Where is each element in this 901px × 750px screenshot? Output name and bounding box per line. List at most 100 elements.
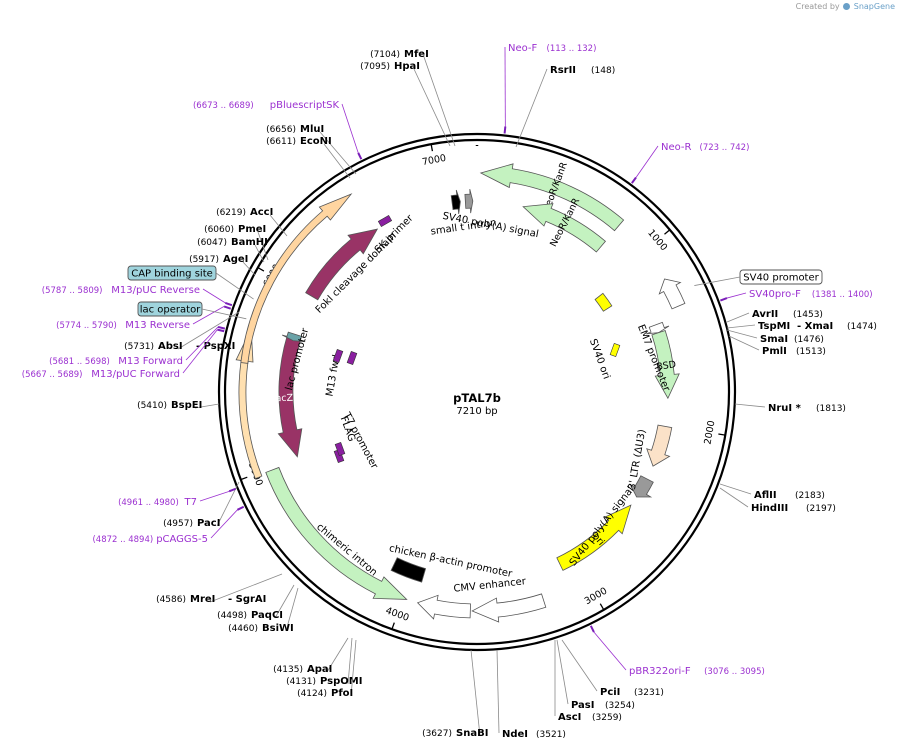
boxed-feature-labels: SV40 promoter CAP binding site lac operato… [127, 265, 823, 320]
inner-feature-mark [609, 342, 621, 358]
primer-site: M13 Forward(5681 .. 5698) [49, 325, 226, 367]
primer-range: (5667 .. 5689) [22, 370, 83, 380]
primer-name: Neo-F [508, 43, 538, 54]
feature-arrow [277, 334, 303, 458]
restriction-site: AflII(2183) [719, 483, 825, 501]
tick-label: 4000 [384, 605, 410, 624]
feature-arrow [629, 475, 654, 498]
feature-label-leader [215, 272, 254, 300]
site-leader [719, 483, 752, 495]
site-leader [726, 312, 750, 323]
site-name-extra: - SgrAI [228, 594, 266, 605]
site-coordinate: (3231) [634, 688, 664, 698]
primer-name: M13/pUC Reverse [111, 285, 200, 296]
site-coordinate: (148) [591, 66, 615, 76]
site-name: EcoNI [300, 136, 332, 147]
site-coordinate: (1513) [796, 347, 826, 357]
tick-label: 1000 [645, 228, 669, 254]
restriction-site: SmaI(1476) [726, 329, 824, 345]
primer-leader [199, 490, 230, 502]
tick-marks: 1000200030004000500060007000 [240, 144, 726, 630]
site-name: PfoI [331, 688, 353, 699]
site-coordinate: (3259) [592, 713, 622, 723]
feature-arrow [471, 593, 547, 623]
site-coordinate: (1813) [816, 404, 846, 414]
site-name-extra: - PspXI [196, 341, 235, 352]
feature-label-text: lac operator [140, 305, 201, 316]
site-leader [269, 214, 288, 237]
primer-range: (113 .. 132) [547, 44, 597, 54]
restriction-site: HindIII(2197) [719, 487, 836, 514]
primer-range: (5787 .. 5809) [42, 286, 103, 296]
site-name: MfeI [404, 49, 429, 60]
restriction-site: (6060)PmeI [204, 224, 269, 261]
site-name: TspMI [758, 321, 790, 332]
tick-mark [664, 229, 671, 235]
feature-label-text: SV40 promoter [743, 273, 819, 284]
restriction-site: (4131)PspOMI [286, 637, 362, 687]
site-leader [496, 649, 500, 734]
feature-arrow [235, 327, 263, 480]
primer-range: (723 .. 742) [700, 143, 750, 153]
restriction-site: (3627)SnaBI [422, 649, 488, 739]
site-name: BamHI [231, 237, 268, 248]
backbone-ring [217, 132, 737, 652]
site-name: PasI [571, 700, 594, 711]
feature-arrow [265, 466, 408, 600]
primer-mark [357, 152, 363, 160]
site-coordinate: (6060) [204, 225, 234, 235]
site-leader [350, 639, 357, 697]
site-coordinate: (4460) [228, 624, 258, 634]
primer-leader [192, 306, 225, 325]
primer-mark [589, 625, 595, 633]
primer-range: (3076 .. 3095) [704, 667, 765, 677]
site-name: AbsI [158, 341, 183, 352]
restriction-site: (4135)ApaI [273, 637, 349, 675]
primer-leader [182, 329, 218, 374]
restriction-site: (6047)BamHI [197, 237, 268, 263]
site-name: HpaI [394, 61, 420, 72]
plasmid-size: 7210 bp [456, 406, 497, 417]
site-leader [209, 573, 283, 603]
primer-name: pBluescriptSK [270, 100, 340, 111]
site-leader [177, 311, 240, 350]
primer-site: Neo-F (113 .. 132) [503, 43, 597, 134]
site-leader [719, 487, 749, 508]
site-leader [323, 143, 351, 179]
inner-label: SV40 poly(A) signal [568, 485, 637, 569]
site-coordinate: (5410) [137, 401, 167, 411]
boxed-feature-label: lac operator [137, 301, 247, 320]
primer-site: M13 Reverse(5774 .. 5790) [56, 305, 232, 331]
primer-site: T7(4961 .. 4980) [118, 487, 237, 508]
site-coordinate: (4498) [217, 611, 247, 621]
site-coordinate: (5731) [124, 342, 154, 352]
feature-arrow [416, 594, 471, 620]
tick-label: 3000 [583, 586, 609, 608]
site-coordinate: (6611) [266, 137, 296, 147]
site-name: RsrII [550, 65, 576, 76]
inner-feature-mark [377, 214, 393, 228]
site-coordinate: (1453) [793, 310, 823, 320]
primer-leader [635, 145, 659, 178]
primer-name: pBR322ori-F [629, 666, 691, 677]
inner-feature-mark [346, 350, 358, 366]
site-name: AscI [558, 712, 581, 723]
feature-arrow-label: BSD [656, 359, 677, 373]
tick-mark [430, 144, 434, 152]
primer-mark [223, 305, 232, 310]
feature-arrow [390, 557, 427, 583]
feature-arrow [646, 424, 673, 467]
site-coordinate: (4957) [163, 519, 193, 529]
site-name: ApaI [307, 664, 332, 675]
site-leader [726, 329, 758, 339]
site-coordinate: (4586) [156, 595, 186, 605]
site-leader [423, 56, 456, 147]
feature-label-leader [201, 308, 247, 320]
site-leader [254, 244, 265, 263]
site-name: MreI [190, 594, 215, 605]
primer-leader [185, 326, 219, 361]
restriction-site: PasI(3254) [556, 639, 635, 711]
boxed-feature-label: CAP binding site [127, 265, 254, 300]
snapgene-credit: Created by SnapGene [796, 2, 895, 11]
site-coordinate: (1474) [847, 322, 877, 332]
